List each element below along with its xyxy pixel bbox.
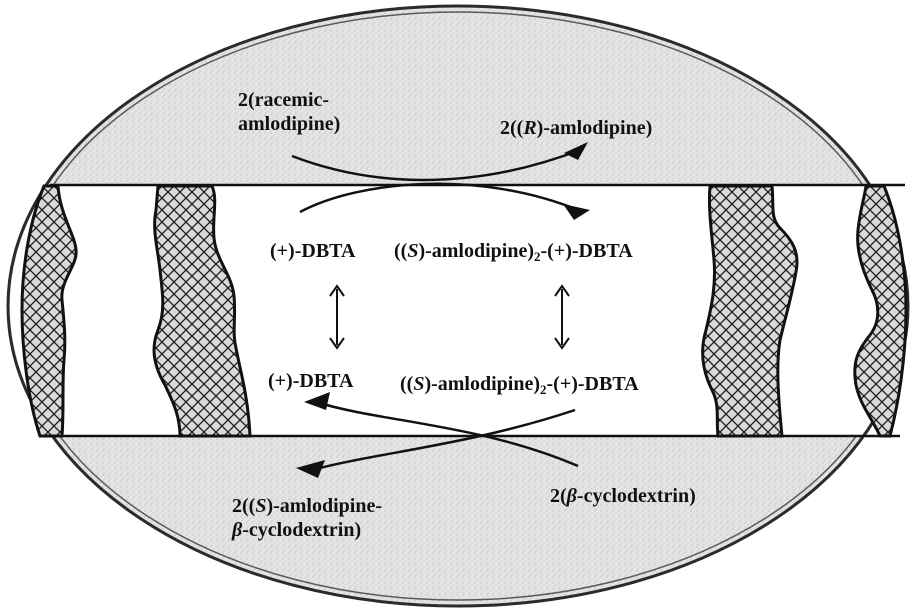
label-s-complex-bottom: ((S)-amlodipine)2-(+)-DBTA xyxy=(400,372,639,396)
label-racemic-amlodipine: 2(racemic- amlodipine) xyxy=(238,88,340,136)
s-complex-bottom-prefix: (( xyxy=(400,373,413,395)
label-racemic-line2: amlodipine) xyxy=(238,112,340,136)
s-cd-prefix: 2(( xyxy=(232,495,255,517)
s-complex-top-stereo: S xyxy=(407,240,418,262)
s-complex-top-suffix: -(+)-DBTA xyxy=(541,240,633,262)
label-dbta-bottom: (+)-DBTA xyxy=(268,369,353,393)
s-cd-beta: β xyxy=(232,519,242,541)
r-suffix: )-amlodipine) xyxy=(537,117,653,139)
label-r-amlodipine-product: 2((R)-amlodipine) xyxy=(500,116,652,140)
s-complex-bottom-stereo: S xyxy=(413,373,424,395)
r-stereo-descriptor: R xyxy=(523,117,536,139)
s-cd-line2: β-cyclodextrin) xyxy=(232,518,382,542)
cd-prefix: 2( xyxy=(550,485,567,507)
s-complex-top-mid: )-amlodipine) xyxy=(418,240,534,262)
cd-beta: β xyxy=(567,485,577,507)
s-complex-bottom-mid: )-amlodipine) xyxy=(424,373,540,395)
label-racemic-line1: 2(racemic- xyxy=(238,88,340,112)
label-s-complex-top: ((S)-amlodipine)2-(+)-DBTA xyxy=(394,239,633,263)
s-cd-mid: )-amlodipine- xyxy=(266,495,382,517)
s-cd-line1: 2((S)-amlodipine- xyxy=(232,494,382,518)
s-cd-suffix: -cyclodextrin) xyxy=(242,519,361,541)
s-complex-top-prefix: (( xyxy=(394,240,407,262)
s-complex-bottom-suffix: -(+)-DBTA xyxy=(547,373,639,395)
label-dbta-top: (+)-DBTA xyxy=(270,239,355,263)
label-beta-cyclodextrin: 2(β-cyclodextrin) xyxy=(550,484,696,508)
cd-suffix: -cyclodextrin) xyxy=(577,485,696,507)
label-s-amlodipine-cd-product: 2((S)-amlodipine- β-cyclodextrin) xyxy=(232,494,382,542)
r-prefix: 2(( xyxy=(500,117,523,139)
s-cd-stereo: S xyxy=(255,495,266,517)
